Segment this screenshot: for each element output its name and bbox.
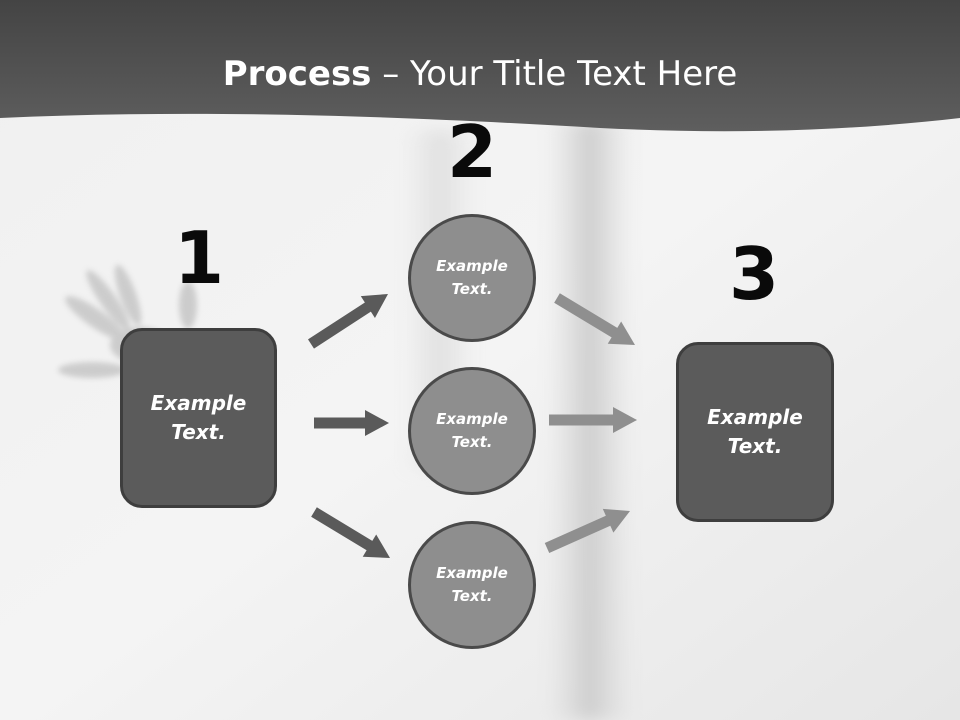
arrow-bottom-to-right [544, 508, 630, 554]
process-circle-top-label: Example Text. [436, 257, 508, 298]
arrow-middle-to-right [549, 407, 637, 433]
slide-title: Process – Your Title Text Here [0, 52, 960, 96]
arrow-left-to-middle [314, 410, 389, 436]
step-number-2: 2 [446, 110, 498, 194]
arrow-left-to-top [308, 293, 389, 349]
process-box-left-label: Example Text. [150, 391, 247, 444]
process-circle-top: Example Text. [408, 214, 536, 342]
process-box-right-label: Example Text. [707, 405, 803, 458]
arrow-left-to-bottom [311, 507, 390, 558]
process-circle-middle: Example Text. [408, 367, 536, 495]
process-circle-bottom: Example Text. [408, 521, 536, 649]
title-bold: Process [222, 54, 372, 94]
process-circle-bottom-label: Example Text. [436, 564, 508, 605]
title-rest: – Your Title Text Here [371, 54, 738, 94]
process-circle-middle-label: Example Text. [436, 410, 508, 451]
process-box-right: Example Text. [676, 342, 834, 522]
process-box-left: Example Text. [120, 328, 277, 508]
step-number-1: 1 [173, 216, 225, 300]
header-band [0, 0, 960, 132]
step-number-3: 3 [728, 232, 780, 316]
arrow-top-to-right [554, 293, 635, 345]
